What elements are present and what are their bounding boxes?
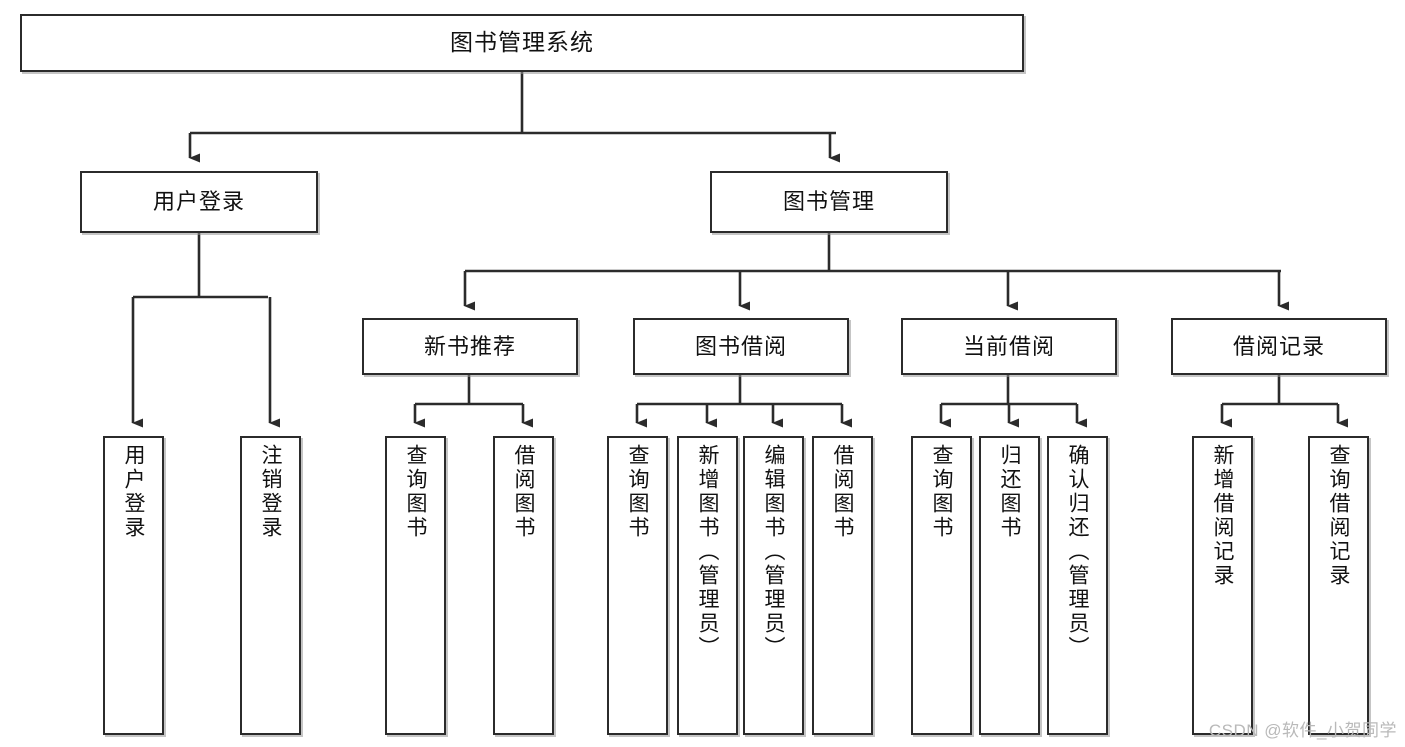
node-new-book-recommend[interactable]: 新书推荐 bbox=[362, 318, 578, 375]
node-label: 确认归还（管理员） bbox=[1066, 444, 1089, 660]
csdn-watermark: CSDN @软件_小贺同学 bbox=[1208, 721, 1397, 740]
node-label: 查询图书 bbox=[930, 444, 953, 540]
node-leaf-query-book-3[interactable]: 查询图书 bbox=[911, 436, 972, 735]
node-root-book-management-system[interactable]: 图书管理系统 bbox=[20, 14, 1024, 72]
node-leaf-query-book-1[interactable]: 查询图书 bbox=[385, 436, 446, 735]
node-label: 注销登录 bbox=[259, 444, 282, 540]
node-current-borrow[interactable]: 当前借阅 bbox=[901, 318, 1117, 375]
node-label: 编辑图书（管理员） bbox=[762, 444, 785, 660]
node-label: 图书管理系统 bbox=[450, 29, 594, 56]
node-label: 归还图书 bbox=[998, 444, 1021, 540]
node-book-borrow[interactable]: 图书借阅 bbox=[633, 318, 849, 375]
node-label: 查询借阅记录 bbox=[1327, 444, 1350, 588]
node-leaf-add-record[interactable]: 新增借阅记录 bbox=[1192, 436, 1253, 735]
node-leaf-user-login[interactable]: 用户登录 bbox=[103, 436, 164, 735]
node-leaf-query-record[interactable]: 查询借阅记录 bbox=[1308, 436, 1369, 735]
node-leaf-borrow-book-1[interactable]: 借阅图书 bbox=[493, 436, 554, 735]
node-leaf-confirm-return[interactable]: 确认归还（管理员） bbox=[1047, 436, 1108, 735]
node-label: 图书借阅 bbox=[694, 333, 787, 359]
node-label: 借阅记录 bbox=[1232, 333, 1325, 359]
node-borrow-record[interactable]: 借阅记录 bbox=[1171, 318, 1387, 375]
node-label: 图书管理 bbox=[782, 189, 875, 215]
node-label: 查询图书 bbox=[626, 444, 649, 540]
node-label: 新增借阅记录 bbox=[1211, 444, 1234, 588]
node-leaf-borrow-book-2[interactable]: 借阅图书 bbox=[812, 436, 873, 735]
node-book-management[interactable]: 图书管理 bbox=[710, 171, 948, 233]
node-leaf-edit-book[interactable]: 编辑图书（管理员） bbox=[743, 436, 804, 735]
node-label: 用户登录 bbox=[122, 444, 145, 540]
node-leaf-logout-login[interactable]: 注销登录 bbox=[240, 436, 301, 735]
node-label: 当前借阅 bbox=[962, 333, 1055, 359]
node-label: 借阅图书 bbox=[831, 444, 854, 540]
node-label: 新书推荐 bbox=[423, 333, 516, 359]
node-label: 用户登录 bbox=[152, 189, 245, 215]
node-leaf-query-book-2[interactable]: 查询图书 bbox=[607, 436, 668, 735]
node-leaf-return-book[interactable]: 归还图书 bbox=[979, 436, 1040, 735]
node-label: 借阅图书 bbox=[512, 444, 535, 540]
node-leaf-add-book[interactable]: 新增图书（管理员） bbox=[677, 436, 738, 735]
node-label: 查询图书 bbox=[404, 444, 427, 540]
node-user-login[interactable]: 用户登录 bbox=[80, 171, 318, 233]
node-label: 新增图书（管理员） bbox=[696, 444, 719, 660]
